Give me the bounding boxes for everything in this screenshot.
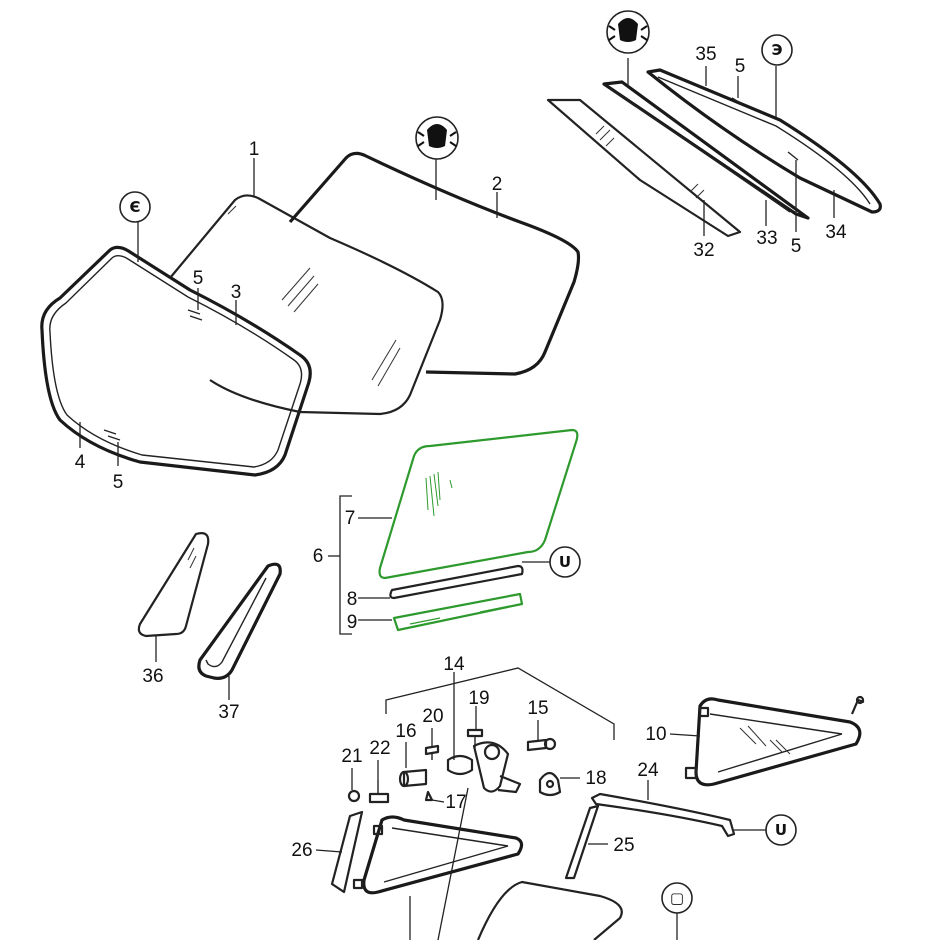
door-marker-icon — [549, 546, 581, 578]
rear-window-glass — [546, 98, 742, 238]
part-label-6: 6 — [313, 546, 324, 567]
part-label-25: 25 — [613, 835, 634, 856]
quarter-marker-symbol: ▢ — [670, 889, 684, 907]
door-bracket — [328, 495, 550, 635]
part-label-10: 10 — [645, 724, 666, 745]
part-label-18: 18 — [585, 768, 606, 789]
screw-22 — [368, 780, 390, 804]
window-strip-24 — [590, 792, 736, 838]
part-label-22: 22 — [369, 738, 390, 759]
front-leaders — [79, 155, 498, 466]
part-label-5-rear-bottom: 5 — [791, 236, 802, 257]
part-label-35: 35 — [695, 44, 716, 65]
quarter-window — [684, 695, 865, 787]
part-label-20: 20 — [422, 706, 443, 727]
plate-18 — [538, 771, 562, 797]
rear-seal-marker-symbol: Э — [771, 41, 782, 59]
front-seal-marker-icon — [119, 191, 151, 223]
part-label-37: 37 — [218, 702, 239, 723]
rear-window-seal — [646, 68, 882, 214]
part-label-16: 16 — [395, 721, 416, 742]
washer-21 — [347, 789, 361, 803]
part-label-36: 36 — [142, 666, 163, 687]
part-label-26: 26 — [291, 840, 312, 861]
part-label-5-lower: 5 — [113, 472, 124, 493]
screw-20 — [424, 744, 440, 760]
part-label-5-upper: 5 — [193, 268, 204, 289]
door-window-glass — [378, 428, 579, 580]
part-label-7: 7 — [345, 508, 356, 529]
part-label-9: 9 — [347, 612, 358, 633]
side-window-seal-lower — [352, 815, 524, 895]
window-strip-25 — [564, 804, 600, 880]
strip-marker-icon — [765, 814, 797, 846]
front-seal-marker-symbol: Є — [129, 198, 140, 216]
part-label-15: 15 — [527, 698, 548, 719]
spider-emblem-icon-front — [415, 116, 459, 160]
vent-window-seal — [197, 562, 282, 680]
leader-10 — [669, 733, 701, 737]
windshield-seal-outer — [40, 245, 312, 477]
rear-leaders — [627, 58, 835, 236]
hardware-bracket — [385, 667, 615, 760]
knob-16 — [398, 768, 428, 788]
quarter-glass-bottom — [476, 880, 623, 940]
screw-19 — [466, 728, 484, 748]
part-label-8: 8 — [347, 589, 358, 610]
door-marker-symbol: U — [559, 553, 571, 571]
side-trim-26 — [330, 810, 364, 894]
part-label-19: 19 — [468, 688, 489, 709]
part-label-4: 4 — [75, 452, 86, 473]
part-label-5-rear-top: 5 — [735, 56, 746, 77]
vent-window-glass — [137, 532, 210, 638]
hardware-leaders — [351, 706, 580, 803]
rear-seal-marker-icon — [761, 34, 793, 66]
part-label-32: 32 — [693, 240, 714, 261]
door-window-regulator-rail — [392, 592, 524, 632]
part-label-2: 2 — [492, 174, 503, 195]
bolt-15 — [526, 737, 557, 752]
part-label-34: 34 — [825, 222, 847, 243]
clip-17 — [424, 790, 434, 802]
part-label-1: 1 — [249, 139, 260, 160]
part-label-33: 33 — [756, 228, 777, 249]
windshield-glass — [169, 194, 444, 416]
latch-mechanism — [446, 741, 522, 794]
seal-joint-clips — [103, 309, 203, 441]
part-label-24: 24 — [637, 760, 659, 781]
spider-emblem-icon-rear — [606, 10, 650, 54]
leader-26 — [315, 849, 343, 853]
windshield-glass-tinted — [288, 151, 581, 376]
part-label-21: 21 — [341, 746, 362, 767]
door-window-channel — [389, 564, 524, 600]
part-label-14: 14 — [443, 654, 465, 675]
strip-marker-symbol: U — [775, 821, 787, 839]
rear-window-frame — [602, 80, 810, 220]
part-label-3: 3 — [231, 282, 242, 303]
leader-hardware-to-glass — [437, 787, 469, 940]
part-label-17: 17 — [445, 792, 466, 813]
